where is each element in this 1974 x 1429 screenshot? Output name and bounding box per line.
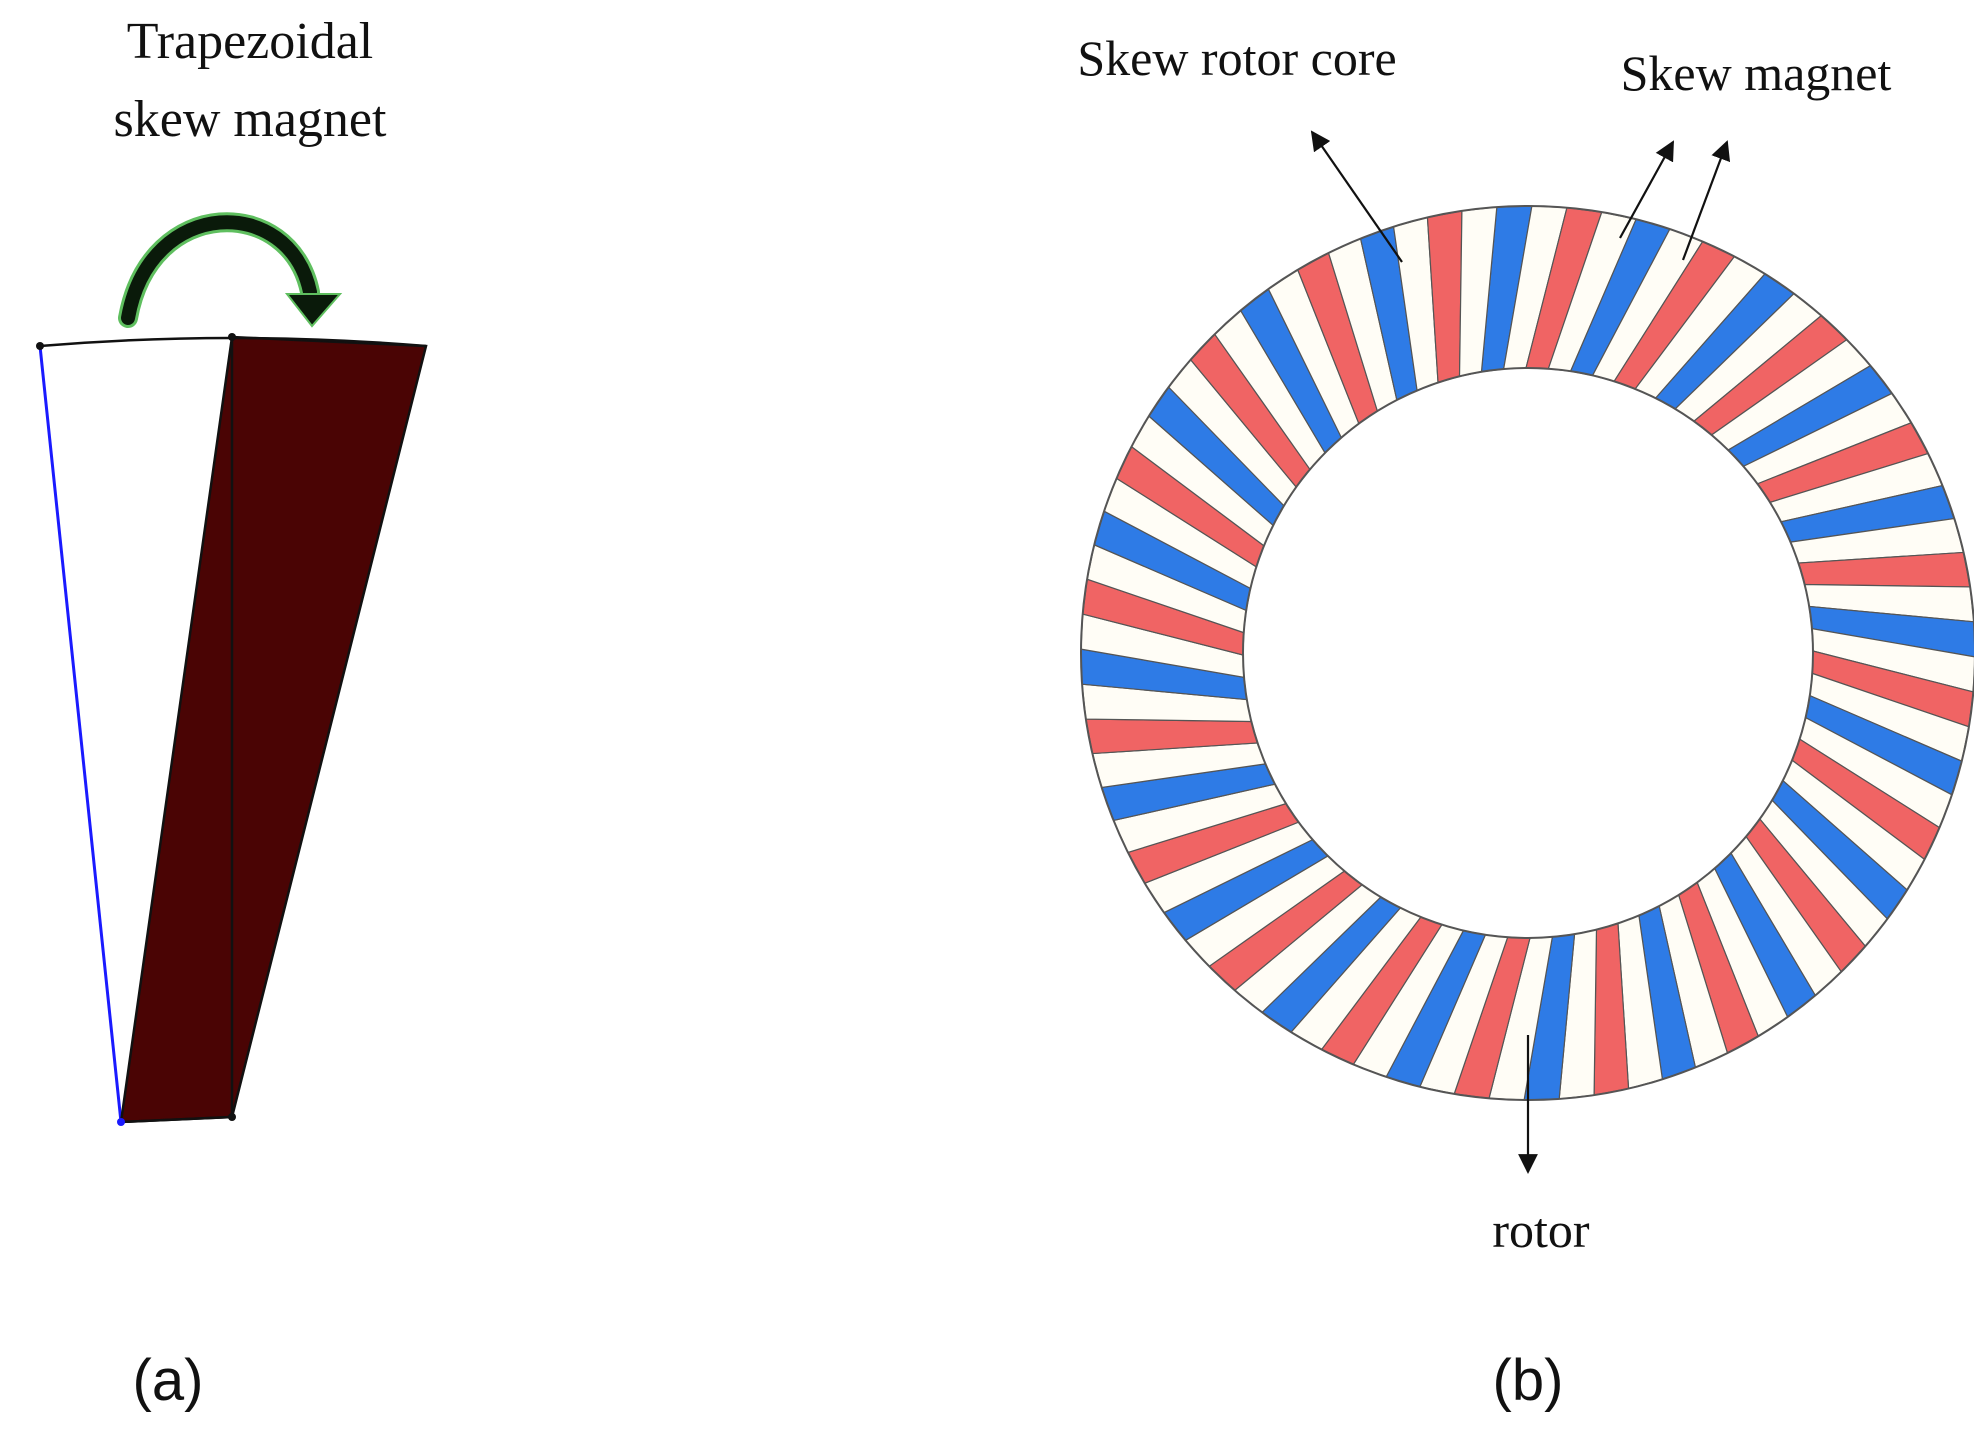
- vertex-dot: [36, 342, 44, 350]
- rotor-inner-outline: [1242, 367, 1814, 939]
- magnet-body: [119, 335, 428, 1124]
- vertex-dot: [228, 333, 236, 341]
- rotation-arrow-icon: [118, 212, 343, 328]
- magnet-left-edge: [38, 345, 123, 1123]
- label-rotor: rotor: [1492, 1202, 1590, 1258]
- rotor-ring: [1080, 205, 1974, 1101]
- label-skew-rotor-core: Skew rotor core: [1077, 30, 1396, 86]
- vertex-dot: [228, 1113, 236, 1121]
- trapezoidal-skew-magnet: [36, 333, 428, 1126]
- magnet-bottom-edge: [120, 1115, 233, 1124]
- core-leader-arrow: [1310, 130, 1403, 263]
- magnet-leader-arrow-1: [1619, 140, 1674, 239]
- magnet-leader-arrow-2: [1681, 140, 1731, 261]
- panel-a-title-line1: Trapezoidal: [127, 13, 373, 70]
- panel-a-caption: (a): [133, 1348, 204, 1413]
- label-skew-magnet: Skew magnet: [1621, 45, 1892, 101]
- panel-b: Skew rotor core Skew magnet rotor (b): [1077, 30, 1974, 1413]
- panel-a: Trapezoidal skew magnet (a): [36, 13, 428, 1413]
- panel-b-caption: (b): [1493, 1348, 1564, 1413]
- vertex-dot: [117, 1118, 125, 1126]
- panel-a-title-line2: skew magnet: [114, 91, 387, 148]
